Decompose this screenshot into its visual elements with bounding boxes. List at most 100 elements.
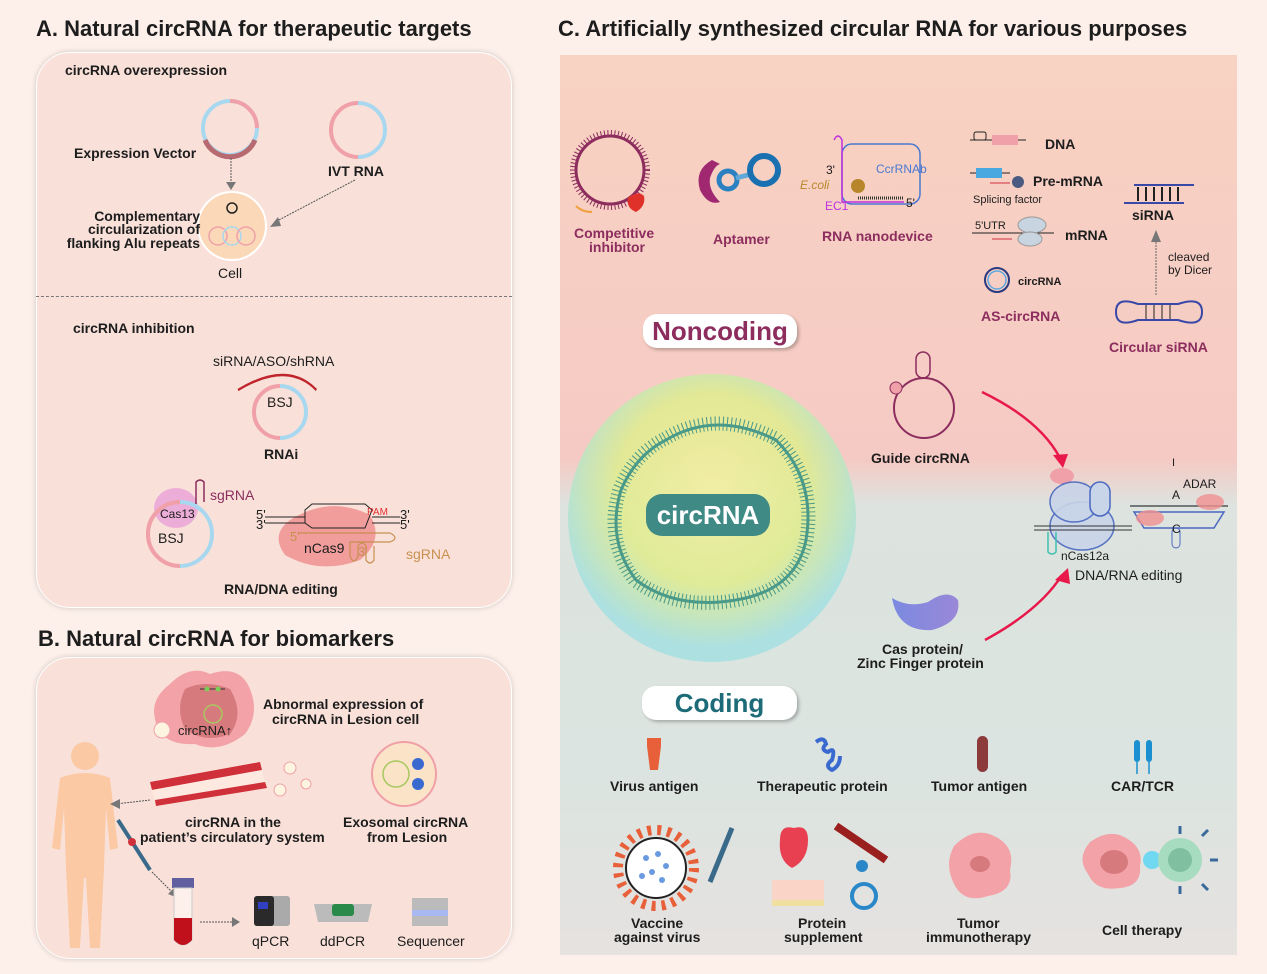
splicing-factor-label: Splicing factor	[973, 194, 1043, 206]
rnai-circrna-icon	[237, 373, 318, 440]
mrna-label: mRNA	[1065, 227, 1108, 243]
small-circrna-label: circRNA	[1018, 276, 1062, 288]
cas-protein-label-2: Zinc Finger protein	[857, 655, 984, 671]
coding-badge: Coding	[642, 686, 797, 720]
tumor-immunotherapy-icon	[949, 832, 1012, 899]
therapeutic-protein-icon	[814, 737, 842, 773]
exosomal-label-2: from Lesion	[367, 829, 448, 845]
panel-c-title: C. Artificially synthesized circular RNA…	[558, 16, 1188, 41]
section-divider	[36, 296, 512, 297]
cas13-label: Cas13	[160, 507, 195, 521]
overexpression-title: circRNA overexpression	[65, 62, 228, 78]
base-a-label: A	[1172, 488, 1181, 502]
cas-protein-label-1: Cas protein/	[882, 641, 963, 657]
cell-therapy-icon	[1082, 826, 1218, 894]
bsj-label-cas13: BSJ	[158, 530, 184, 546]
cell-label: Cell	[218, 265, 243, 281]
cleaved-label-2: by Dicer	[1168, 263, 1213, 277]
as-circrna-small-icon	[984, 267, 1010, 293]
adar-label: ADAR	[1183, 477, 1217, 491]
ecoli-label: E.coli	[800, 178, 830, 192]
panel-a-card	[36, 52, 512, 608]
noncoding-badge: Noncoding	[643, 314, 797, 348]
instrument-label-sequencer: Sequencer	[397, 933, 465, 949]
instrument-label-qpcr: qPCR	[252, 933, 290, 949]
three-prime-bottom-left: 3'	[256, 517, 266, 532]
ccrrna-label: CcrRNAb	[876, 162, 927, 176]
vaccine-virus-icon	[613, 825, 735, 911]
antigen-label-therapeutic-protein: Therapeutic protein	[757, 778, 888, 794]
ddpcr-machine-icon	[314, 904, 372, 922]
rna-nanodevice-label: RNA nanodevice	[822, 228, 933, 244]
circular-sirna-label: Circular siRNA	[1109, 339, 1208, 355]
application-label-vaccine-2: against virus	[614, 929, 701, 945]
utr-label: 5'UTR	[975, 220, 1006, 232]
rna-nanodevice-icon	[833, 135, 921, 205]
exosomal-label-1: Exosomal circRNA	[343, 814, 469, 830]
antigen-label-car-tcr: CAR/TCR	[1111, 778, 1174, 794]
rna-dna-editing-label: RNA/DNA editing	[224, 581, 338, 597]
ncas12a-label: nCas12a	[1061, 549, 1110, 563]
syringe-tube-icon	[116, 818, 240, 946]
ivt-rna-ring-icon	[329, 101, 387, 159]
cell-icon	[197, 191, 267, 261]
vessel-arrow	[110, 799, 151, 809]
complementary-label-1: Complementary	[94, 208, 200, 224]
dna-label: DNA	[1045, 136, 1076, 152]
sequencer-icon	[412, 898, 448, 926]
five-prime-sgrna: 5'	[290, 529, 300, 544]
cleaved-label-1: cleaved	[1168, 250, 1210, 264]
five-prime-top-left: 5'	[256, 507, 266, 522]
aptamer-label: Aptamer	[713, 231, 770, 247]
nanodevice-three-prime: 3'	[826, 163, 835, 177]
dicer-arrow	[1151, 230, 1161, 295]
nanodevice-five-prime: 5'	[906, 196, 915, 210]
antigen-label-virus: Virus antigen	[610, 778, 699, 794]
circular-sirna-icon	[1114, 300, 1204, 324]
sgrna-label-ncas9: sgRNA	[406, 546, 451, 562]
ec1-label: EC1	[825, 199, 849, 213]
application-label-protein-2: supplement	[784, 929, 863, 945]
overexpression-arrows	[226, 158, 356, 227]
competitive-inhibitor-label-1: Competitive	[574, 225, 655, 241]
ncas9-label: nCas9	[304, 540, 345, 556]
three-prime-sgrna: 3'	[358, 544, 368, 559]
dna-construct-icon	[970, 131, 1026, 145]
expression-vector-plasmid-icon	[201, 99, 259, 160]
expression-vector-label: Expression Vector	[74, 145, 197, 161]
sirna-duplex-icon	[1124, 184, 1194, 204]
application-label-vaccine-1: Vaccine	[631, 915, 684, 931]
circulatory-label-1: circRNA in the	[185, 814, 281, 830]
abnormal-label-1: Abnormal expression of	[263, 696, 424, 712]
competitive-inhibitor-icon	[570, 130, 650, 213]
base-c-label: C	[1172, 522, 1181, 536]
exosome-icon	[371, 741, 437, 807]
ivt-rna-label: IVT RNA	[328, 163, 384, 179]
ncas9-dna-icon	[265, 503, 400, 567]
protein-supplement-icon	[772, 822, 889, 910]
mrna-ribosome-icon	[972, 216, 1054, 247]
rnai-label: RNAi	[264, 446, 299, 462]
cas-protein-icon	[892, 594, 959, 631]
tumor-antigen-icon	[977, 736, 988, 772]
adar-editing-icon	[1130, 494, 1228, 549]
panel-b-title: B. Natural circRNA for biomarkers	[38, 626, 395, 651]
ncas12a-complex-icon	[1034, 468, 1132, 555]
qpcr-machine-icon	[254, 896, 290, 926]
application-label-cell-therapy: Cell therapy	[1102, 922, 1183, 938]
guide-circrna-icon	[889, 351, 955, 439]
pam-label: PAM	[367, 507, 388, 518]
as-circrna-label: AS-circRNA	[981, 308, 1061, 324]
application-label-tumor-1: Tumor	[957, 915, 1000, 931]
editing-arrows	[981, 390, 1070, 642]
three-prime-top-right: 3'	[400, 507, 410, 522]
base-i-label: I	[1172, 457, 1176, 469]
cas13-circrna-icon	[146, 479, 214, 568]
bsj-label-rnai: BSJ	[267, 394, 293, 410]
circulatory-label-2: patient’s circulatory system	[140, 829, 325, 845]
sgrna-label-cas13: sgRNA	[210, 487, 255, 503]
antigen-label-tumor: Tumor antigen	[931, 778, 1028, 794]
complementary-label-3: flanking Alu repeats	[66, 235, 200, 251]
application-label-protein-1: Protein	[798, 915, 847, 931]
guide-circrna-label: Guide circRNA	[871, 450, 970, 466]
